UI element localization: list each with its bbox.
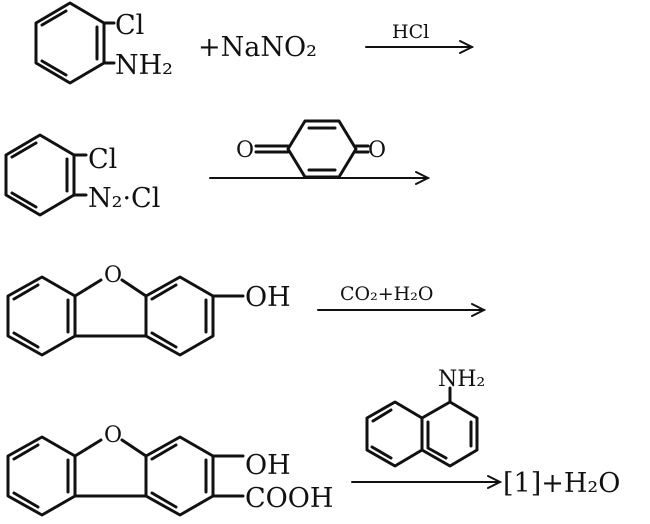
carboxyl-label: COOH	[245, 483, 333, 514]
inner-double-bond	[426, 446, 448, 460]
inner-double-bond	[150, 331, 178, 349]
left-benzene-ring	[6, 435, 77, 517]
inner-double-bond	[12, 331, 40, 349]
hydroxydibenzofuran-structure	[6, 275, 245, 357]
furan-oxygen-label: O	[104, 263, 122, 288]
reaction-arrow	[365, 40, 475, 54]
quinone-oxygen-right: O	[368, 138, 386, 163]
hydroxy-acid-structure	[6, 435, 245, 517]
inner-double-bond	[10, 141, 38, 159]
naphthalene-left-ring	[365, 400, 424, 468]
benzoquinone-structure	[254, 119, 370, 179]
inner-double-bond	[150, 491, 178, 509]
inner-double-bond	[40, 9, 68, 27]
inner-double-bond	[370, 445, 393, 460]
reaction-arrow	[317, 303, 487, 317]
benzene-ring	[34, 1, 106, 85]
product-label: [1]+H₂O	[503, 468, 620, 499]
diazonium-salt-structure	[4, 133, 88, 217]
right-benzene-ring	[144, 275, 215, 357]
inner-double-bond	[40, 59, 68, 77]
step2-row: Cl N₂·Cl O O	[4, 119, 431, 217]
inner-double-bond	[371, 408, 393, 423]
furan-bond	[120, 438, 148, 458]
quinone-oxygen-left: O	[236, 138, 254, 163]
inner-double-bond	[12, 283, 40, 301]
naphthyl-amino-label: NH₂	[438, 367, 485, 392]
right-benzene-ring	[144, 435, 215, 517]
co2-water-condition: CO₂+H₂O	[340, 283, 433, 305]
inner-double-bond	[12, 443, 40, 461]
step1-row: Cl NH₂ +NaNO₂ HCl	[34, 1, 475, 85]
furan-oxygen-label: O	[104, 423, 122, 448]
furan-bond	[120, 278, 148, 298]
diazonium-chloride-label: N₂·Cl	[88, 183, 160, 214]
hydroxyl-label: OH	[245, 282, 291, 313]
reaction-arrow	[351, 475, 503, 489]
furan-bond	[73, 438, 103, 458]
inner-double-bond	[150, 443, 178, 461]
step4-row: O OH COOH NH₂ [1]+H₂O	[6, 367, 620, 517]
naphthylamine-structure	[365, 386, 479, 468]
chlorine-label: Cl	[88, 144, 117, 175]
amino-group-label: NH₂	[115, 50, 173, 81]
chloroaniline-structure	[34, 1, 116, 85]
naphthalene-right-ring	[420, 400, 479, 468]
left-benzene-ring	[6, 275, 77, 357]
chlorine-label: Cl	[115, 10, 144, 41]
hcl-condition: HCl	[392, 21, 429, 43]
inner-double-bond	[150, 283, 178, 301]
step3-row: O OH CO₂+H₂O	[6, 263, 487, 357]
furan-bond	[73, 278, 103, 298]
reaction-arrow	[209, 171, 431, 185]
inner-double-bond	[12, 491, 40, 509]
benzene-ring	[4, 133, 76, 217]
inner-double-bond	[10, 191, 38, 209]
sodium-nitrite-reagent: +NaNO₂	[198, 32, 317, 63]
hydroxyl-label: OH	[245, 450, 291, 481]
